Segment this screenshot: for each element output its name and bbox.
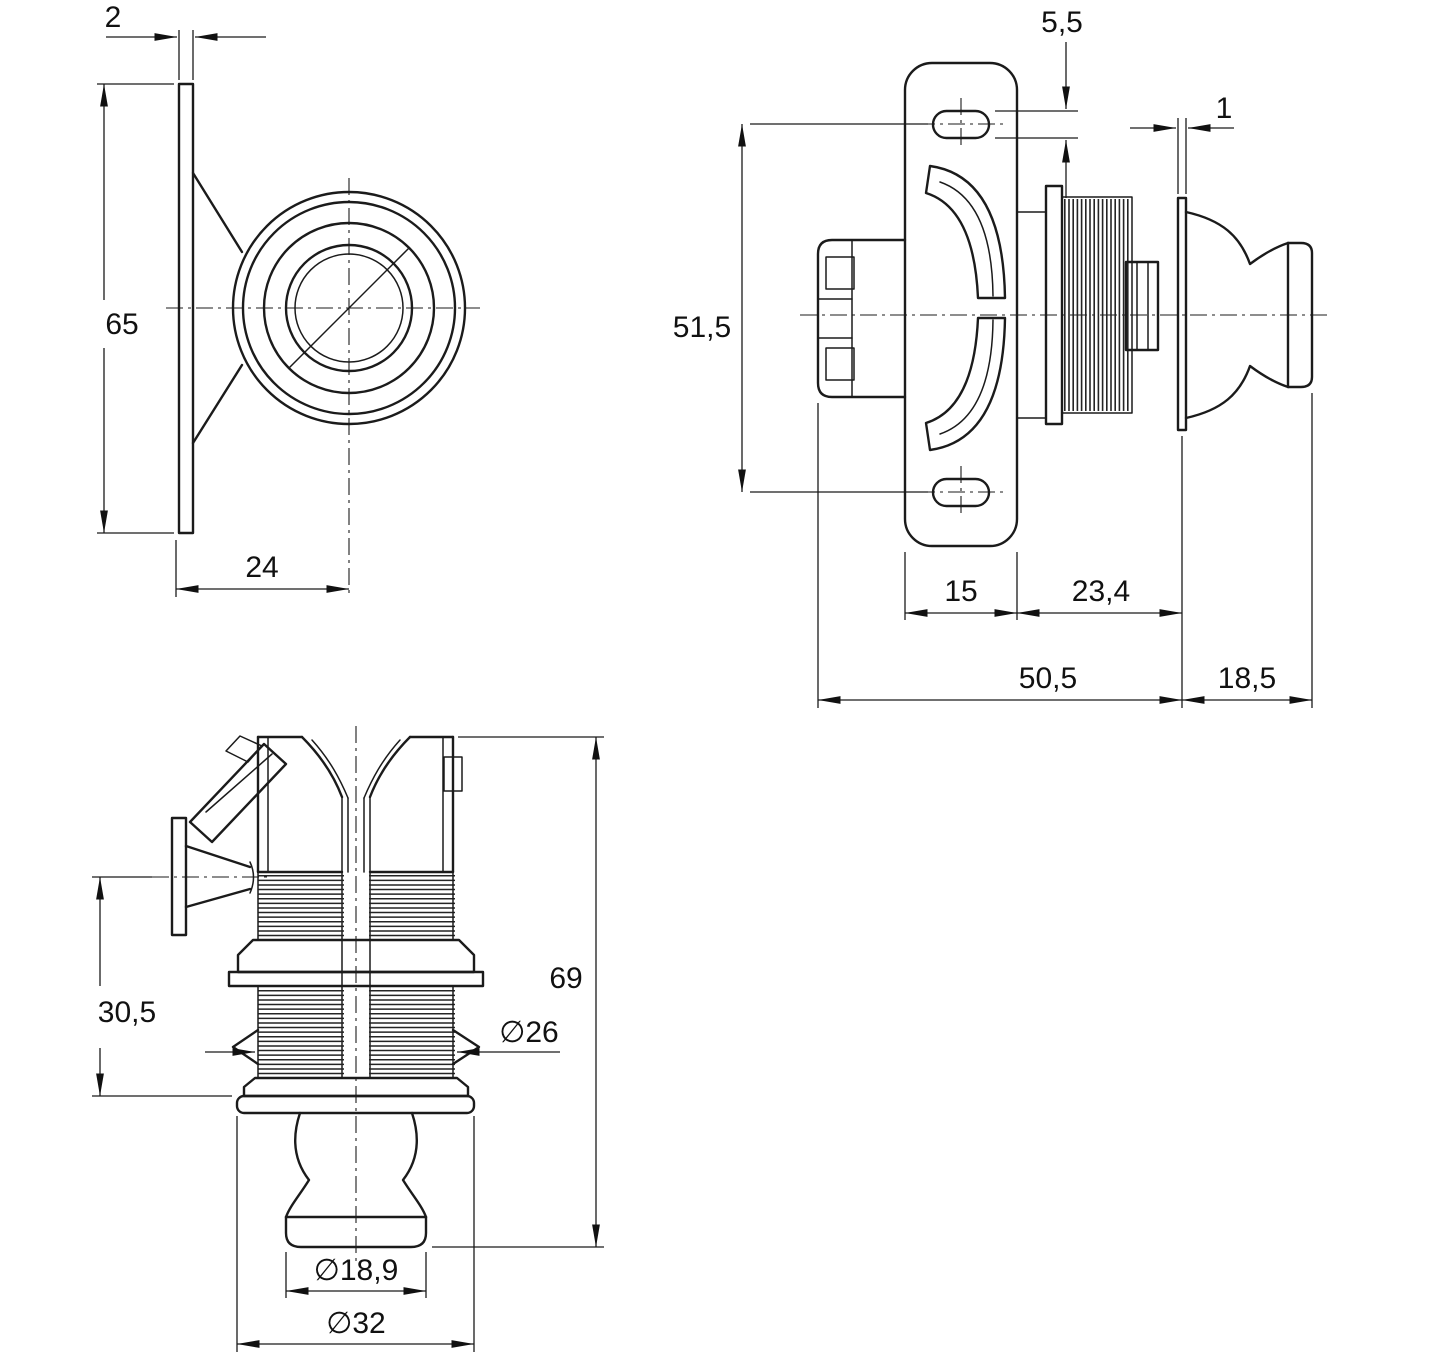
latch-body-side <box>816 238 907 399</box>
front-centerlines <box>166 178 480 596</box>
latch-housing <box>256 735 463 1079</box>
dim-plate-height: 65 <box>97 83 174 534</box>
dim-label-install-depth: 30,5 <box>98 996 156 1029</box>
section-view: 30,5 69 ∅26 ∅18,9 ∅32 <box>92 726 604 1352</box>
dim-label-plate-to-center: 24 <box>245 551 278 584</box>
dim-hole-spacing: 51,5 <box>673 123 928 493</box>
dim-plate-thickness: 2 <box>105 1 266 80</box>
dim-label-flange-thickness: 1 <box>1216 92 1233 125</box>
knob-section <box>235 1076 476 1249</box>
front-view: 2 65 24 <box>97 1 480 597</box>
dim-plate-width: 15 <box>904 552 1018 620</box>
dim-slot-width: 5,5 <box>995 6 1083 198</box>
dim-label-thread-length: 23,4 <box>1072 575 1130 608</box>
dim-label-knob-length: 18,5 <box>1218 662 1276 695</box>
striker-plate <box>903 61 1019 548</box>
knob-side <box>1176 196 1314 432</box>
dim-label-plate-thickness: 2 <box>105 1 122 34</box>
upper-thread <box>257 871 455 941</box>
dim-base-diameter: ∅32 <box>236 1116 475 1352</box>
dim-knob-length: 18,5 <box>1182 393 1313 708</box>
dim-label-body-length: 50,5 <box>1019 662 1077 695</box>
dim-flange-thickness: 1 <box>1130 92 1234 194</box>
dim-plate-to-center: 24 <box>175 540 349 597</box>
dim-label-face-diameter: ∅18,9 <box>314 1254 399 1287</box>
dim-install-depth: 30,5 <box>92 876 232 1097</box>
dim-label-overall-length: 69 <box>549 962 582 995</box>
mounting-plate-edge <box>177 82 195 535</box>
dim-overall-length: 69 <box>432 736 604 1248</box>
striker-lever <box>152 735 288 937</box>
dim-face-diameter: ∅18,9 <box>285 1252 427 1298</box>
lower-thread <box>231 985 481 1079</box>
dim-label-plate-height: 65 <box>105 308 138 341</box>
mounting-nut <box>227 938 485 988</box>
dim-label-base-diameter: ∅32 <box>326 1307 386 1340</box>
dim-label-thread-diameter: ∅26 <box>499 1016 559 1049</box>
dim-label-plate-width: 15 <box>944 575 977 608</box>
dim-label-hole-spacing: 51,5 <box>673 311 731 344</box>
dim-thread-length: 23,4 <box>1017 436 1183 708</box>
dim-thread-diameter: ∅26 <box>205 1016 560 1056</box>
threaded-barrel-side <box>1016 184 1160 426</box>
mounting-cone <box>191 171 244 445</box>
latch-jaws-side <box>924 164 1007 452</box>
side-view: 5,5 1 51,5 15 23,4 50, <box>673 6 1330 708</box>
dim-body-length: 50,5 <box>817 403 1182 708</box>
dim-label-slot-width: 5,5 <box>1041 6 1083 39</box>
